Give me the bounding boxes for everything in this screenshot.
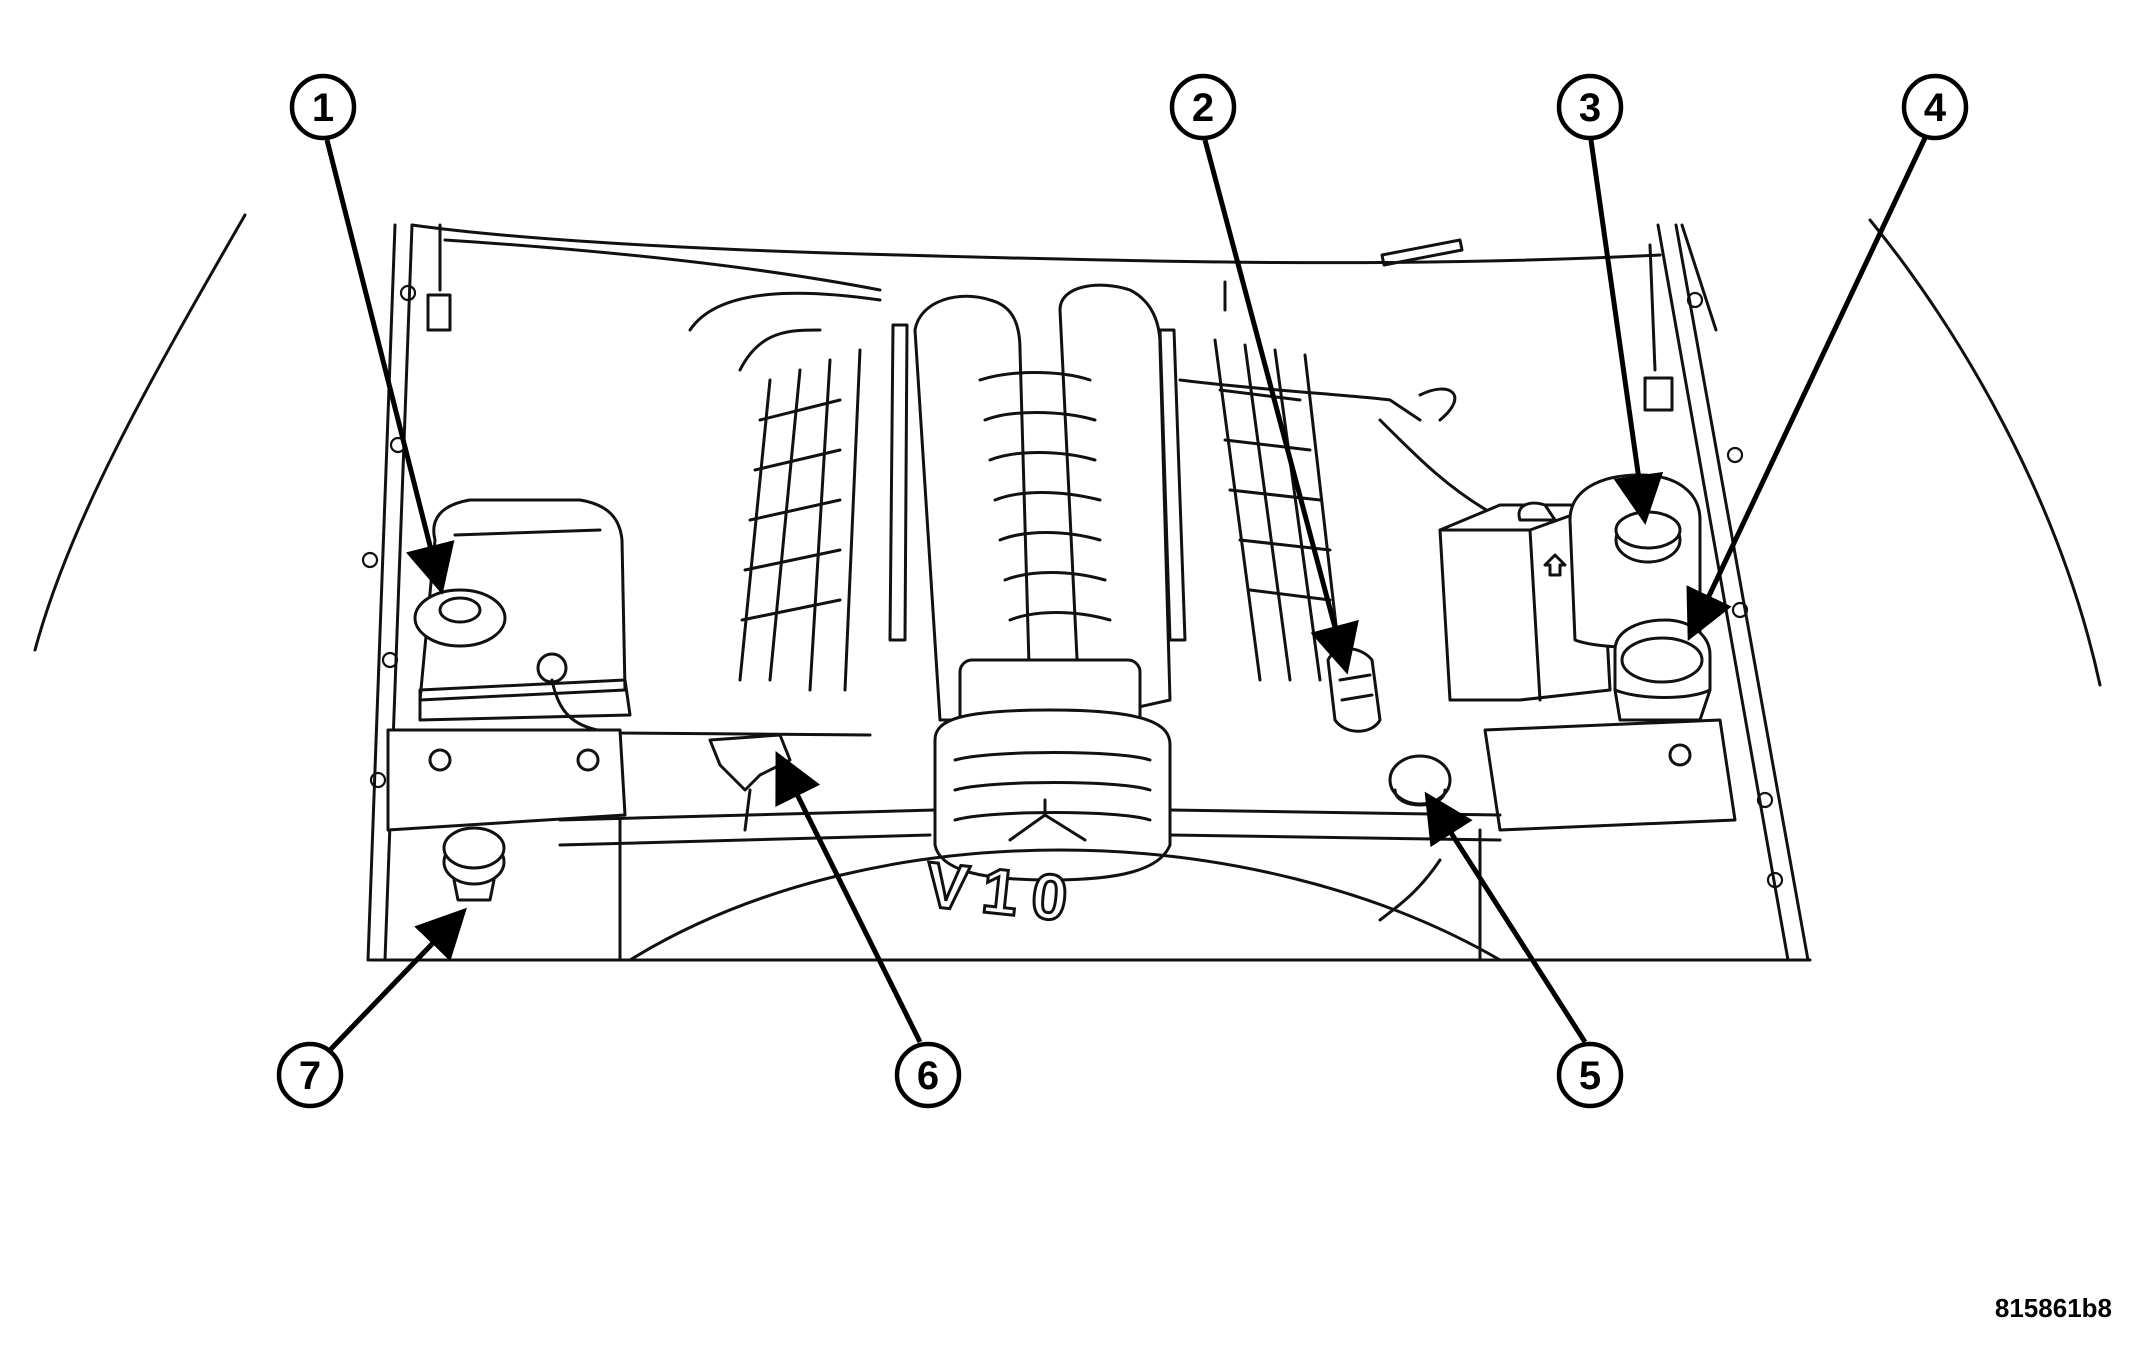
callout-label-2: 2 (1192, 86, 1214, 130)
callout-circle-1 (289, 73, 357, 141)
leader-line-3 (1588, 139, 1664, 525)
callout-label-1: 1 (312, 86, 334, 130)
callout-label-3: 3 (1579, 86, 1601, 130)
coolant-reservoir (413, 498, 872, 737)
figure-id: 815861b8 (1994, 1293, 2112, 1323)
engine-oil-dipstick (708, 733, 792, 832)
engine-label: V10 (922, 848, 1085, 936)
brake-fluid-reservoir (1568, 473, 1702, 649)
radiator-crossmember (386, 718, 1737, 962)
washer-fluid-cap (442, 826, 506, 902)
leader-line-6 (775, 751, 923, 1044)
callout-circle-6 (894, 1041, 962, 1109)
engine-front-cover: V10 (628, 847, 1502, 962)
leader-line-7 (328, 907, 467, 1052)
leader-line-1 (324, 139, 455, 595)
leader-line-2 (1202, 139, 1359, 675)
hood-outline (33, 213, 2102, 687)
oil-filler-cap-area (1326, 647, 1382, 733)
callout-label-6: 6 (917, 1054, 939, 1098)
callouts: 1 2 3 4 5 6 7 (276, 73, 1969, 1109)
leader-line-5 (1424, 791, 1588, 1044)
callout-circle-5 (1556, 1041, 1624, 1109)
callout-label-7: 7 (299, 1054, 321, 1098)
callout-circle-7 (276, 1041, 344, 1109)
callout-circle-2 (1169, 73, 1237, 141)
callout-label-5: 5 (1579, 1054, 1601, 1098)
leader-line-4 (1686, 136, 1928, 642)
callout-circle-4 (1901, 73, 1969, 141)
callout-circle-3 (1556, 73, 1624, 141)
power-steering-reservoir (1613, 618, 1712, 722)
callout-label-4: 4 (1924, 86, 1947, 130)
engine-intake (688, 283, 1497, 882)
